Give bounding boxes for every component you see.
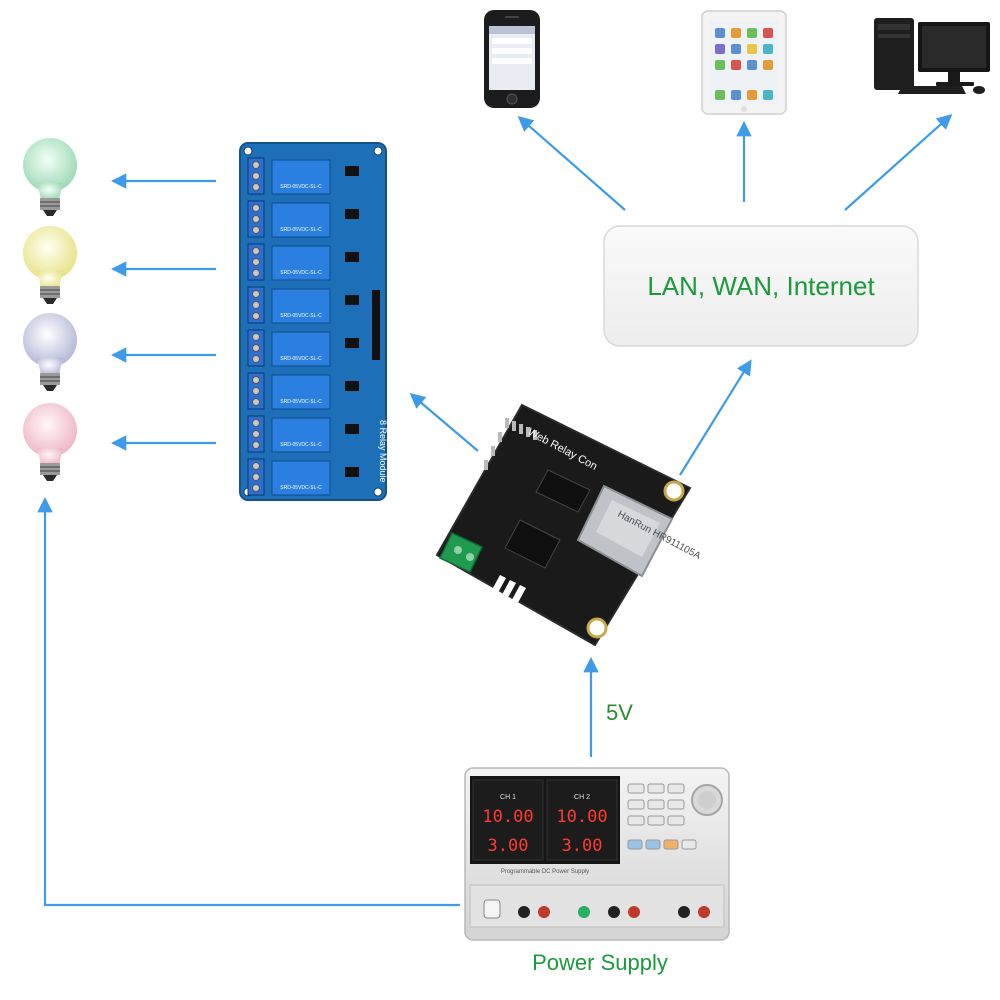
relay-rows: SRD-05VDC-SL-C SRD-05VDC-SL-C SRD-05VDC-SL… bbox=[247, 157, 359, 496]
psu-terminals bbox=[518, 906, 710, 918]
psu-power-switch bbox=[483, 899, 501, 919]
arrow-network-to-computer bbox=[844, 113, 953, 211]
power-supply-unit: CH 1 CH 2 10.00 3.00 10.00 3.00 Programm… bbox=[464, 767, 730, 941]
arrow-psu-to-bulbs bbox=[37, 496, 460, 907]
arrow-board-to-relay bbox=[409, 393, 479, 452]
relay-label: SRD-05VDC-SL-C bbox=[280, 485, 322, 491]
arrow-board-to-network bbox=[679, 359, 752, 476]
relay-label: SRD-05VDC-SL-C bbox=[280, 184, 322, 190]
relay-label: SRD-05VDC-SL-C bbox=[280, 442, 322, 448]
network-box bbox=[603, 225, 919, 347]
bulb-4 bbox=[23, 403, 77, 481]
chip-main bbox=[504, 519, 561, 569]
relay-label: SRD-05VDC-SL-C bbox=[280, 399, 322, 405]
computer-device bbox=[874, 18, 990, 94]
silkscreen-bars bbox=[488, 575, 526, 610]
relay-8: SRD-05VDC-SL-C bbox=[247, 458, 359, 496]
tablet-device bbox=[701, 10, 787, 115]
voltage-label: 5V bbox=[606, 700, 633, 725]
header-pins bbox=[484, 418, 537, 470]
ch2-label: CH 2 bbox=[574, 794, 590, 801]
relay-6: SRD-05VDC-SL-C bbox=[247, 372, 359, 410]
bulb-1 bbox=[23, 138, 77, 216]
relay-1: SRD-05VDC-SL-C bbox=[247, 157, 359, 195]
bulb-2 bbox=[23, 226, 77, 304]
psu-panel-text: Programmable DC Power Supply bbox=[501, 869, 589, 875]
network-label: LAN, WAN, Internet bbox=[647, 270, 875, 301]
ch2-current-display: 3.00 bbox=[562, 836, 603, 856]
relay-label: SRD-05VDC-SL-C bbox=[280, 356, 322, 362]
ch1-current-display: 3.00 bbox=[488, 836, 529, 856]
ch1-voltage-display: 10.00 bbox=[482, 807, 533, 827]
relay-2: SRD-05VDC-SL-C bbox=[247, 200, 359, 238]
relay-5: SRD-05VDC-SL-C bbox=[247, 329, 359, 367]
light-bulbs bbox=[23, 138, 77, 481]
relay-module-title: 8 Relay Module bbox=[378, 420, 388, 483]
phone-device bbox=[484, 10, 540, 108]
arrow-network-to-phone bbox=[517, 115, 626, 211]
connector-arrows bbox=[37, 113, 953, 907]
relay-label: SRD-05VDC-SL-C bbox=[280, 270, 322, 276]
chip-ethernet bbox=[535, 469, 591, 513]
controller-board: HanRun HR911105A Web Relay Con bbox=[435, 403, 703, 647]
ch2-voltage-display: 10.00 bbox=[556, 807, 607, 827]
relay-module: SRD-05VDC-SL-C SRD-05VDC-SL-C SRD-05VDC-SL… bbox=[239, 142, 388, 501]
power-supply-label: Power Supply bbox=[532, 950, 668, 975]
relay-label: SRD-05VDC-SL-C bbox=[280, 313, 322, 319]
relay-3: SRD-05VDC-SL-C bbox=[247, 243, 359, 281]
relay-7: SRD-05VDC-SL-C bbox=[247, 415, 359, 453]
psu-keypad bbox=[627, 783, 697, 850]
ch1-label: CH 1 bbox=[500, 794, 516, 801]
relay-4: SRD-05VDC-SL-C bbox=[247, 286, 359, 324]
relay-label: SRD-05VDC-SL-C bbox=[280, 227, 322, 233]
bulb-3 bbox=[23, 313, 77, 391]
